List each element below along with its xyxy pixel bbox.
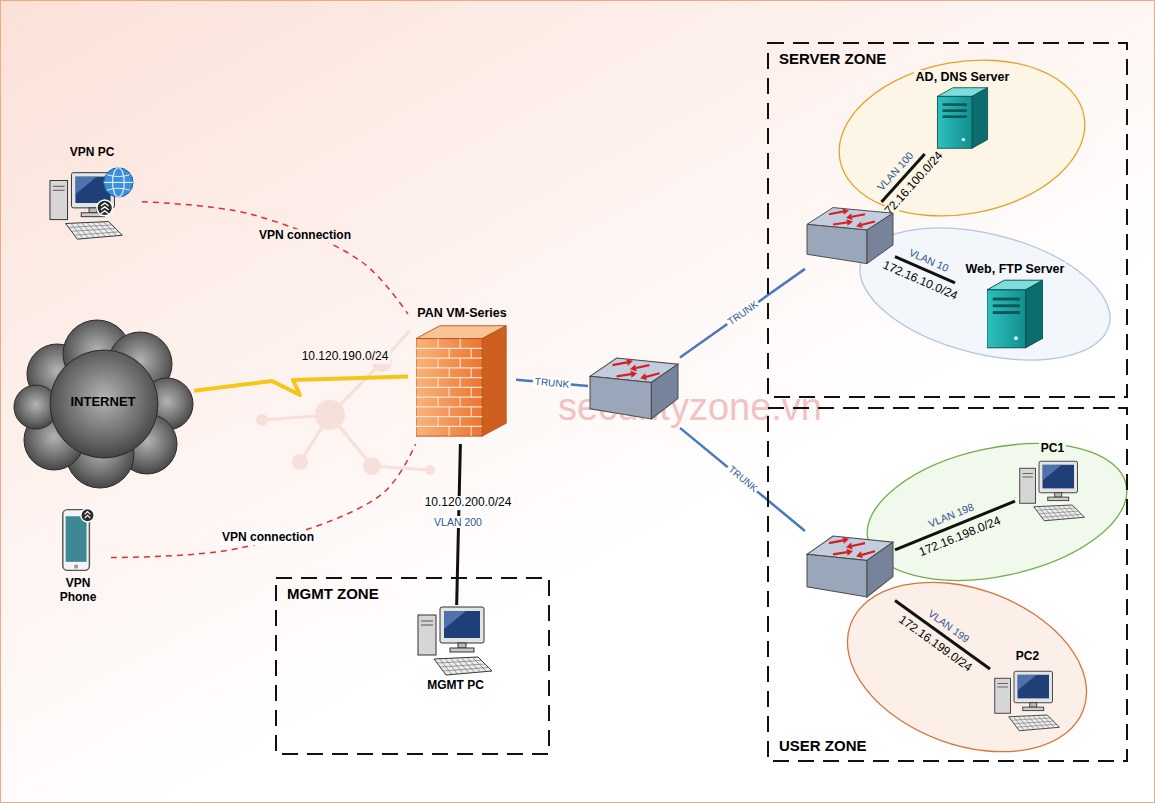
phone-picture <box>59 505 97 575</box>
device-label: PAN VM-Series <box>417 306 506 320</box>
device-label: AD, DNS Server <box>914 70 1012 84</box>
firewall-icon <box>416 322 508 438</box>
network-link <box>680 269 805 358</box>
vpn-pc-icon <box>48 162 136 242</box>
link-label: TRUNK <box>723 297 761 329</box>
label-holder: VLAN 200 <box>432 516 484 528</box>
link-label: TRUNK <box>724 463 761 496</box>
firewall-node: PAN VM-Series <box>408 306 516 444</box>
firewall-picture <box>416 322 508 438</box>
zone-box: AD, DNS ServerWeb, FTP Server SERVER ZONE <box>767 42 1128 398</box>
device-label: MGMT PC <box>427 679 484 693</box>
pc-icon <box>993 666 1063 736</box>
zone-title: MGMT ZONE <box>287 585 379 602</box>
device-label: PC2 <box>1014 650 1041 664</box>
zone-box: PC1PC2USER ZONE <box>767 407 1128 762</box>
device-label: PC1 <box>1039 442 1066 456</box>
server-picture <box>987 278 1043 350</box>
switch-node <box>805 530 895 606</box>
zone-dashed-outline <box>768 408 1127 761</box>
vpn-phone-node: VPN Phone <box>45 505 111 615</box>
network-link <box>680 428 805 531</box>
device-label: VPN PC <box>70 146 115 160</box>
pc-picture <box>1018 458 1088 524</box>
switch-picture <box>588 352 680 428</box>
vlan-label: VLAN 200 <box>432 516 484 528</box>
link-label: VPN connection <box>257 229 353 243</box>
zone-dashed-outline <box>276 578 549 754</box>
pc-picture <box>993 666 1063 736</box>
server-node: Web, FTP Server <box>955 262 1075 356</box>
switch-icon <box>588 352 680 428</box>
edge-label-holder: VPN connection <box>220 531 316 545</box>
link-label: 10.120.190.0/24 <box>300 350 391 364</box>
switch-picture <box>805 202 895 272</box>
pc-picture <box>416 605 496 677</box>
zone-title: SERVER ZONE <box>779 50 886 67</box>
vlan-ellipse <box>827 42 1098 235</box>
device-label: INTERNET <box>71 395 136 410</box>
edge-label-holder: 10.120.190.0/24 <box>300 350 391 364</box>
edge-label-holder: VPN connection <box>257 229 353 243</box>
zone-title: USER ZONE <box>779 737 867 754</box>
server-icon <box>987 278 1043 350</box>
switch-icon <box>805 202 895 272</box>
edge-label-holder: 10.120.200.0/24 <box>423 496 514 510</box>
switch-node <box>805 202 895 272</box>
device-label: VPN Phone <box>49 577 107 605</box>
vpn-connection-line <box>142 202 408 314</box>
link-label: VPN connection <box>220 531 316 545</box>
zone-box: MGMT PC MGMT ZONE <box>275 577 550 755</box>
network-link <box>194 377 408 395</box>
server-icon <box>935 86 990 150</box>
vpn-pc-node: VPN PC <box>42 146 142 246</box>
edge-label-holder: TRUNK <box>723 297 761 329</box>
link-label: 10.120.200.0/24 <box>423 496 514 510</box>
vlan-ellipse <box>855 422 1140 602</box>
phone-icon <box>59 505 97 575</box>
zone-dashed-outline <box>768 43 1127 397</box>
internet-cloud: INTERNET <box>12 312 194 492</box>
server-picture <box>935 86 990 150</box>
switch-icon <box>805 530 895 606</box>
switch-picture <box>805 530 895 606</box>
pc-node: MGMT PC <box>408 605 503 705</box>
pc-icon <box>1018 458 1088 524</box>
molecule-decoration <box>256 330 435 475</box>
device-label: Web, FTP Server <box>964 262 1067 276</box>
pc-node: PC1 <box>1015 442 1090 530</box>
network-link <box>895 600 990 669</box>
edge-label-holder: TRUNK <box>724 463 761 496</box>
zone-border <box>275 577 550 755</box>
pc-node: PC2 <box>990 650 1065 742</box>
pc-icon <box>416 605 496 677</box>
vlan-ellipse <box>846 205 1123 383</box>
switch-node <box>588 352 680 428</box>
server-node: AD, DNS Server <box>905 70 1020 154</box>
vpnpc-picture <box>48 162 136 242</box>
